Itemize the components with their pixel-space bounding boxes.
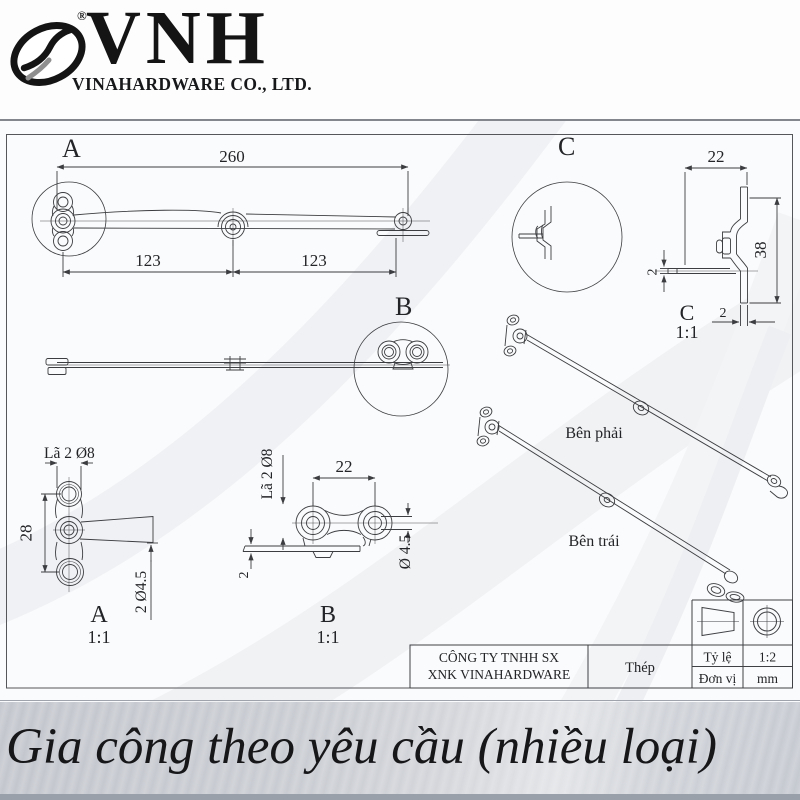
detail-a-scale: 1:1 — [87, 627, 110, 647]
dim-2-plate-label: 2 — [720, 306, 727, 321]
unit-label: Đơn vị — [699, 671, 737, 686]
detail-a-view: Lã 2 Ø8 28 2 Ø4.5 A 1:1 — [17, 445, 158, 647]
company-line2: XNK VINAHARDWARE — [428, 667, 571, 682]
banner-streaks — [0, 702, 800, 800]
view-a-label: A — [62, 134, 81, 163]
projection-symbol-icon — [697, 605, 784, 638]
dim-260-label: 260 — [219, 147, 245, 166]
view-c-scale-value: 1:1 — [675, 322, 698, 342]
dim-22-c-label: 22 — [708, 147, 725, 166]
view-b-label: B — [395, 292, 412, 321]
detail-circle-b — [353, 321, 449, 417]
brand-wordmark: VNH — [86, 0, 270, 80]
dim-38-label: 38 — [751, 242, 770, 259]
header: ® VNH VINAHARDWARE CO., LTD. — [0, 0, 800, 120]
drawing-frame — [6, 134, 793, 689]
iso-right-arm-label: Bên phải — [565, 425, 623, 442]
dim-28-label: 28 — [17, 525, 36, 542]
vnh-logo-icon — [10, 21, 86, 87]
material-value: Thép — [625, 660, 655, 676]
background-swooshes — [0, 49, 800, 800]
dim-holes-a-label: 2 Ø4.5 — [133, 571, 150, 613]
unit-value: mm — [757, 671, 779, 686]
scale-value: 1:2 — [759, 650, 776, 665]
dim-22-b-label: 22 — [336, 457, 353, 476]
iso-arms: Bên phải Bên trái — [476, 314, 788, 603]
banner-headline: Gia công theo yêu cầu (nhiều loại) — [6, 719, 717, 775]
banner-bottom-strip — [0, 794, 800, 800]
scale-label: Tỷ lệ — [703, 650, 731, 665]
detail-b-view: Lã 2 Ø8 22 Ø 4.5 2 B 1:1 — [237, 448, 438, 647]
header-divider — [0, 119, 800, 121]
detail-a-name: A — [90, 602, 108, 628]
dim-2-b-label: 2 — [237, 572, 252, 579]
dim-2-arm-label: 2 — [646, 269, 661, 276]
logo-s-swoosh — [20, 26, 74, 72]
view-c-label: C — [558, 132, 575, 161]
view-a-assembly: A 260 123 123 — [31, 134, 430, 277]
detail-circle-c — [511, 181, 623, 293]
dim-123-right-label: 123 — [301, 251, 327, 270]
dim-123-left-label: 123 — [135, 251, 161, 270]
company-name: VINAHARDWARE CO., LTD. — [72, 74, 313, 94]
logo-gray-swoosh — [25, 57, 52, 81]
title-block: CÔNG TY TNHH SX XNK VINAHARDWARE Thép Tỷ… — [409, 599, 793, 689]
dim-rivets-a-label: Lã 2 Ø8 — [44, 445, 95, 462]
registered-trademark: ® — [77, 8, 87, 23]
view-c-scale-name: C — [680, 300, 695, 325]
promo-banner: Gia công theo yêu cầu (nhiều loại) — [0, 702, 800, 800]
dim-rivets-b-label: Lã 2 Ø8 — [259, 448, 276, 499]
company-line1: CÔNG TY TNHH SX — [439, 650, 559, 665]
iso-left-arm-label: Bên trái — [568, 533, 620, 550]
detail-circle-a — [31, 181, 107, 257]
detail-b-name: B — [320, 602, 336, 628]
dim-hole-b-label: Ø 4.5 — [397, 535, 414, 570]
view-b-assembly: B — [45, 292, 450, 417]
detail-b-scale: 1:1 — [316, 627, 339, 647]
view-c-group: C 22 38 — [511, 132, 781, 342]
